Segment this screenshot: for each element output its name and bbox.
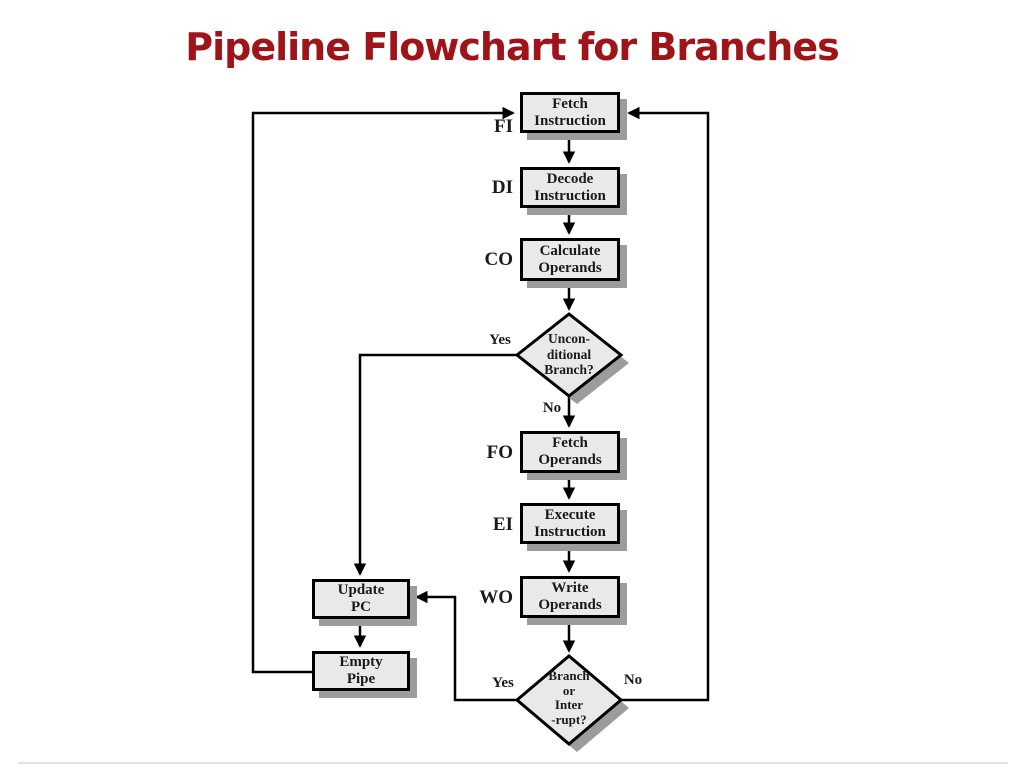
node-fetch-operands: Fetch Operands bbox=[520, 431, 620, 473]
node-label: Fetch Instruction bbox=[534, 95, 606, 129]
stage-label-fo: FO bbox=[486, 442, 513, 463]
node-label: Write Operands bbox=[538, 580, 602, 613]
node-empty-pipe: Empty Pipe bbox=[312, 651, 410, 691]
stage-label-co: CO bbox=[484, 249, 514, 270]
connector-lines bbox=[251, 106, 710, 702]
node-write-operands: Write Operands bbox=[520, 576, 620, 618]
decision-branch-or-interrupt-shape bbox=[514, 654, 629, 752]
node-update-pc: Update PC bbox=[312, 579, 410, 619]
node-label: Decode Instruction bbox=[534, 170, 606, 204]
decision-branch-or-interrupt-label: Branch or Inter -rupt? bbox=[548, 668, 590, 727]
edge-label-no-bottom: No bbox=[623, 672, 643, 688]
node-label: Calculate Operands bbox=[538, 242, 602, 276]
node-label: Update PC bbox=[337, 582, 385, 615]
stage-label-ei: EI bbox=[492, 514, 513, 535]
edge-label-no-top: No bbox=[542, 400, 562, 416]
edge-label-yes-top: Yes bbox=[489, 332, 511, 348]
stage-label-wo: WO bbox=[479, 587, 513, 608]
connector-decision2-no-to-fetch-instruction bbox=[621, 106, 710, 702]
connector-decision1-yes-to-update-pc bbox=[353, 353, 517, 576]
node-decode-instruction: Decode Instruction bbox=[520, 167, 620, 208]
diamond-shape bbox=[514, 312, 624, 398]
node-execute-instruction: Execute Instruction bbox=[520, 503, 620, 544]
decision-unconditional-branch-shape bbox=[514, 312, 629, 404]
stage-label-fi: FI bbox=[494, 116, 513, 137]
node-calculate-operands: Calculate Operands bbox=[520, 238, 620, 281]
node-label: Fetch Operands bbox=[538, 435, 602, 468]
connector-decision2-yes-to-update-pc bbox=[415, 590, 517, 702]
node-label: Execute Instruction bbox=[534, 506, 606, 540]
node-label: Empty Pipe bbox=[339, 654, 383, 687]
node-fetch-instruction: Fetch Instruction bbox=[520, 92, 620, 133]
connector-empty-pipe-to-fetch-instruction bbox=[251, 106, 515, 674]
diamond-shape bbox=[514, 654, 624, 746]
stage-label-di: DI bbox=[491, 177, 513, 198]
decision-unconditional-branch-label: Uncon- ditional Branch? bbox=[544, 331, 594, 377]
edge-label-yes-bottom: Yes bbox=[492, 675, 514, 691]
slide-title: Pipeline Flowchart for Branches bbox=[185, 25, 839, 69]
slide-footer-divider bbox=[18, 762, 1008, 764]
